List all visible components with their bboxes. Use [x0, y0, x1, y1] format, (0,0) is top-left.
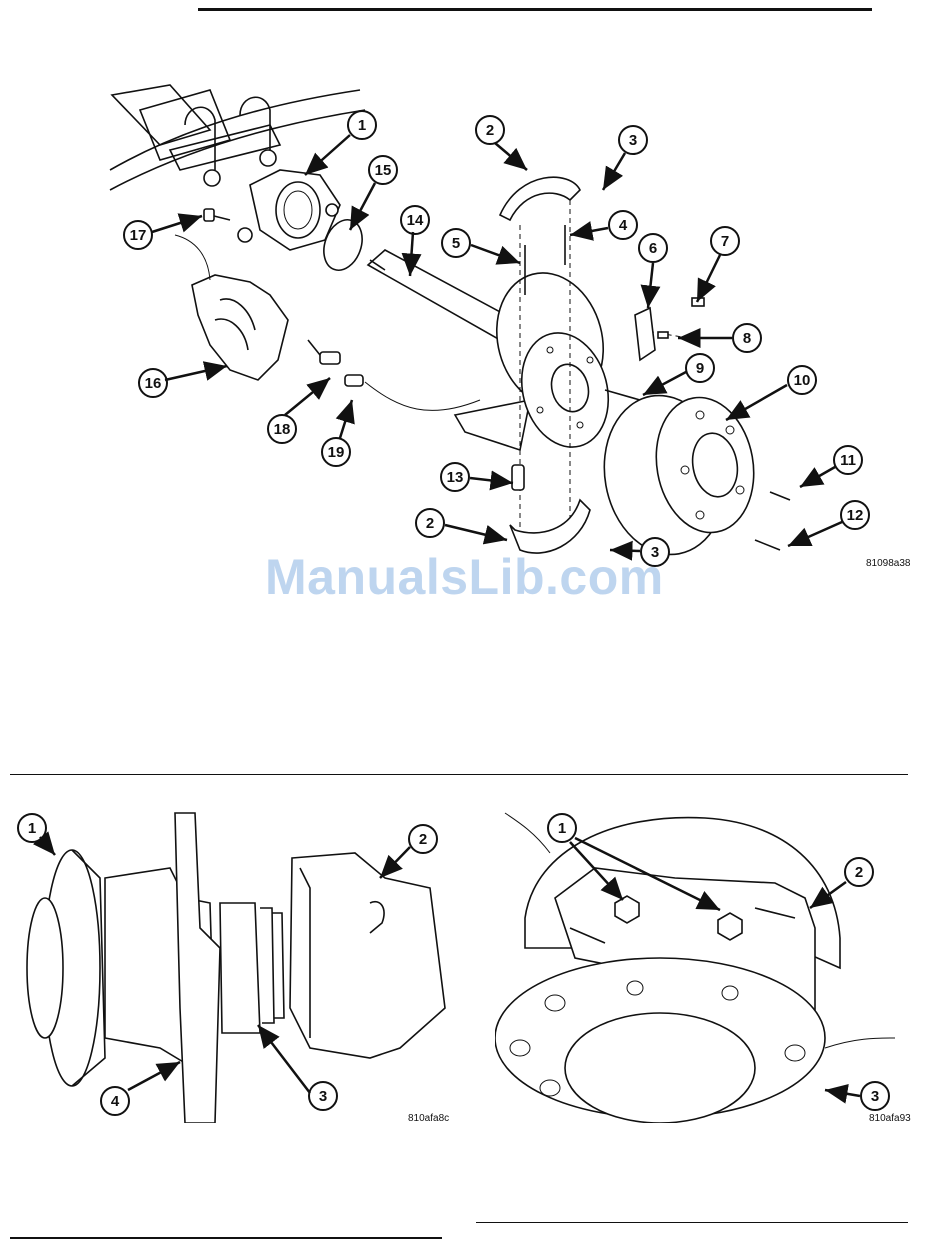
figure-id-right: 810afa93: [869, 1113, 911, 1124]
callout-18: 18: [267, 414, 297, 444]
watermark: ManualsLib.com: [265, 548, 664, 606]
left-callout-3: 3: [308, 1081, 338, 1111]
callout-12: 12: [840, 500, 870, 530]
left-callout-4: 4: [100, 1086, 130, 1116]
right-callout-3: 3: [860, 1081, 890, 1111]
exploded-axle-brake-drawing: [100, 70, 930, 580]
callout-4: 4: [608, 210, 638, 240]
figure-id-top: 81098a38: [866, 558, 911, 569]
callout-5: 5: [441, 228, 471, 258]
right-callout-1: 1: [547, 813, 577, 843]
bottom-left-rule: [10, 1237, 442, 1239]
callout-9: 9: [685, 353, 715, 383]
callout-1: 1: [347, 110, 377, 140]
callout-16: 16: [138, 368, 168, 398]
middle-rule: [10, 774, 908, 775]
left-callout-1: 1: [17, 813, 47, 843]
callout-10: 10: [787, 365, 817, 395]
exploded-axle-brake-figure: [100, 70, 930, 580]
callout-11: 11: [833, 445, 863, 475]
right-callout-2: 2: [844, 857, 874, 887]
bottom-right-rule: [476, 1222, 908, 1223]
callout-14: 14: [400, 205, 430, 235]
callout-17: 17: [123, 220, 153, 250]
callout-2-lower: 2: [415, 508, 445, 538]
hub-bearing-bolts-drawing: [495, 808, 915, 1123]
hub-bearing-bolts-figure: [495, 808, 915, 1123]
figure-id-left: 810afa8c: [408, 1113, 449, 1124]
top-rule: [198, 8, 872, 11]
callout-6: 6: [638, 233, 668, 263]
callout-3: 3: [618, 125, 648, 155]
callout-13: 13: [440, 462, 470, 492]
left-callout-2: 2: [408, 824, 438, 854]
callout-19: 19: [321, 437, 351, 467]
axle-shaft-hub-figure: [10, 808, 450, 1123]
callout-2: 2: [475, 115, 505, 145]
axle-shaft-hub-drawing: [10, 808, 450, 1123]
callout-8: 8: [732, 323, 762, 353]
callout-15: 15: [368, 155, 398, 185]
callout-7: 7: [710, 226, 740, 256]
